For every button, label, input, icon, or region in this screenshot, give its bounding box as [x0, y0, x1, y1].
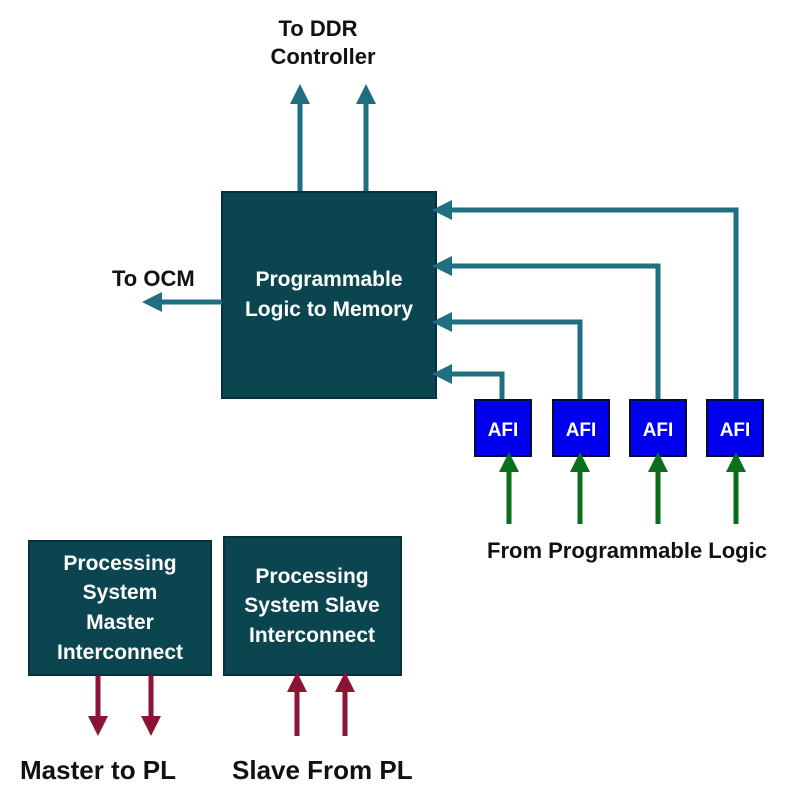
- pl-to-memory-box: [221, 191, 437, 399]
- ps-master-line3: Master: [86, 611, 154, 634]
- ps-slave-line2: System Slave: [244, 594, 379, 617]
- afi-block-1: AFI: [474, 399, 532, 457]
- to-ocm-label: To OCM: [112, 266, 195, 291]
- master-to-pl-label: Master to PL: [20, 755, 176, 785]
- pl-to-memory-line2: Logic to Memory: [245, 298, 413, 321]
- ps-master-line1: Processing: [63, 552, 176, 575]
- afi-block-4: AFI: [706, 399, 764, 457]
- ps-master-line4: Interconnect: [57, 641, 183, 664]
- to-ddr-label-line2: Controller: [270, 44, 376, 69]
- afi-block-2: AFI: [552, 399, 610, 457]
- afi-label-1: AFI: [488, 420, 519, 441]
- afi-label-3: AFI: [643, 420, 674, 441]
- ps-slave-line1: Processing: [255, 565, 368, 588]
- ps-slave-interconnect-box: [223, 536, 402, 676]
- pl-to-memory-line1: Programmable: [255, 268, 402, 291]
- afi-label-4: AFI: [720, 420, 751, 441]
- slave-from-pl-label: Slave From PL: [232, 755, 413, 785]
- ps-master-interconnect-box: [28, 540, 212, 676]
- afi-label-2: AFI: [566, 420, 597, 441]
- afi-block-3: AFI: [629, 399, 687, 457]
- ps-slave-line3: Interconnect: [249, 624, 375, 647]
- to-ddr-label-line1: To DDR: [278, 16, 357, 41]
- afi-1-to-memory-arrow: [432, 364, 505, 400]
- afi-2-to-memory-arrow: [432, 312, 583, 400]
- afi-3-to-memory-arrow: [432, 256, 661, 400]
- afi-4-to-memory-arrow: [432, 200, 739, 400]
- ps-master-line2: System: [83, 581, 158, 604]
- from-pl-label: From Programmable Logic: [487, 538, 767, 563]
